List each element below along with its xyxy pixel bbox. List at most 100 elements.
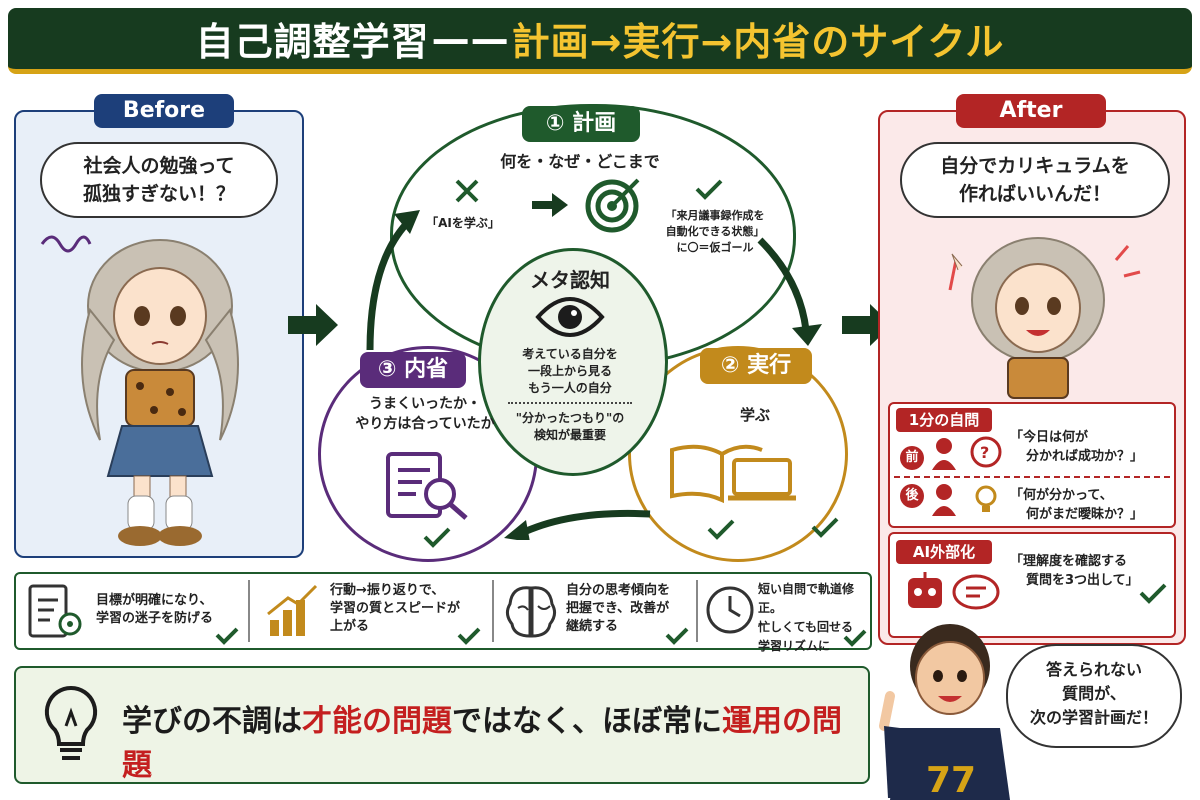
benefit-divider <box>248 580 250 642</box>
benefit-4-line1: 短い自問で軌道修正。 <box>758 582 855 615</box>
after-girl-illustration <box>948 237 1141 399</box>
after-question-line2: 何がまだ曖昧か？」 <box>1026 507 1144 522</box>
reflect-sub-line1: うまくいったか・ <box>369 396 481 412</box>
benefit-4-line2: 忙しくても回せる <box>758 620 854 634</box>
plan-subtitle: 何を・なぜ・どこまで <box>500 152 660 171</box>
before-speech-bubble: 社会人の勉強って 孤独すぎない！？ <box>40 142 278 218</box>
boy-speech-bubble: 答えられない 質問が、 次の学習計画だ！ <box>1006 644 1182 748</box>
meta-cognition-circle <box>478 248 668 476</box>
conclusion-text: 学びの不調は才能の問題ではなく、ほぼ常に運用の問題 <box>122 696 862 784</box>
before-bubble-line1: 社会人の勉強って <box>83 155 235 177</box>
check-icon <box>707 519 735 540</box>
boy-bubble-line3: 次の学習計画だ！ <box>1029 708 1158 727</box>
question-divider <box>894 476 1170 478</box>
meta-description: 考えている自分を 一段上から見る もう一人の自分 <box>490 346 650 397</box>
conclusion-operation: 運用の問題 <box>122 704 842 783</box>
benefit-1-line1: 目標が明確になり、 <box>96 593 213 608</box>
conclusion-talent: 才能の問題 <box>302 704 452 739</box>
after-bubble-line1: 自分でカリキュラムを <box>940 155 1130 177</box>
clock-icon <box>706 586 754 634</box>
lightbulb-icon <box>44 685 98 760</box>
after-question-line1: 「何が分かって、 <box>1010 488 1113 503</box>
plan-good-line2: 自動化できる状態」 <box>665 225 765 238</box>
brain-icon <box>505 586 557 638</box>
check-icon <box>665 627 689 645</box>
jersey-number: 77 <box>926 760 976 800</box>
page-header: 自己調整学習 —— 計画→実行→内省のサイクル <box>8 8 1192 74</box>
after-bubble-line2: 作ればいいんだ！ <box>958 183 1111 205</box>
before-tag: Before <box>94 94 234 128</box>
benefit-3: 自分の思考傾向を 把握でき、改善が 継続する <box>566 582 696 636</box>
clipboard-target-icon <box>28 584 82 638</box>
after-round-tag: 後 <box>900 484 924 508</box>
benefit-1: 目標が明確になり、 学習の迷子を防げる <box>96 592 236 628</box>
benefit-2-line3: 上がる <box>330 619 370 634</box>
meta-divider <box>508 402 632 404</box>
before-girl-illustration <box>40 235 239 546</box>
before-question-line2: 分かれば成功か？」 <box>1026 449 1144 464</box>
check-icon <box>215 627 239 645</box>
benefit-3-line3: 継続する <box>566 619 619 634</box>
conclusion-box <box>14 666 870 784</box>
meta-note-line1: "分かったつもり"の <box>515 411 625 425</box>
svg-text:?: ? <box>980 443 989 462</box>
eye-icon <box>535 297 605 337</box>
person-question-icon: ? <box>932 436 1002 470</box>
target-icon <box>585 178 640 233</box>
plan-bad-example: 「AIを学ぶ」 <box>426 216 500 230</box>
execute-pill: ② 実行 <box>700 348 812 384</box>
meta-desc-line3: もう一人の自分 <box>528 381 612 395</box>
benefit-divider <box>696 580 698 642</box>
plan-good-example: 「来月議事録作成を 自動化できる状態」 に〇＝仮ゴール <box>656 208 774 256</box>
before-question-line1: 「今日は何が <box>1010 430 1089 445</box>
benefit-4: 短い自問で軌道修正。 忙しくても回せる 学習リズムに <box>758 580 870 656</box>
plan-pill: ① 計画 <box>522 106 640 142</box>
title-dash: —— <box>431 16 510 61</box>
benefit-3-line1: 自分の思考傾向を <box>566 583 671 598</box>
boy-bubble-line2: 質問が、 <box>1062 684 1126 703</box>
plan-good-line1: 「来月議事録作成を <box>665 209 765 222</box>
ai-prompt-text: 「理解度を確認する 質問を3つ出して」 <box>1010 552 1170 590</box>
conclusion-part1: 学びの不調は <box>122 704 302 739</box>
benefit-4-line3: 学習リズムに <box>758 639 831 653</box>
after-tag: After <box>956 94 1106 128</box>
reflect-pill: ③ 内省 <box>360 352 466 388</box>
check-icon <box>423 527 451 548</box>
ai-title: AI外部化 <box>896 540 992 564</box>
after-question-text: 「何が分かって、 何がまだ曖昧か？」 <box>1010 486 1170 524</box>
boy-illustration: 77 <box>879 624 1010 800</box>
benefit-3-line2: 把握でき、改善が <box>566 601 670 616</box>
benefit-2-line2: 学習の質とスピードが <box>330 601 461 616</box>
benefit-1-line2: 学習の迷子を防げる <box>96 611 214 626</box>
robot-chat-icon <box>908 572 1000 610</box>
title-main: 自己調整学習 <box>195 20 430 64</box>
check-icon <box>843 629 867 647</box>
benefit-divider <box>492 580 494 642</box>
plan-good-line3: に〇＝仮ゴール <box>676 241 754 254</box>
reflect-subtitle: うまくいったか・ やり方は合っていたか <box>330 394 520 434</box>
person-lightbulb-icon <box>932 484 997 516</box>
confused-scribble-icon <box>40 235 92 253</box>
ai-line2: 質問を3つ出して」 <box>1026 573 1139 588</box>
execute-subtitle: 学ぶ <box>739 406 770 424</box>
before-bubble-line2: 孤独すぎない！？ <box>82 183 235 205</box>
meta-desc-line1: 考えている自分を <box>522 347 618 361</box>
reflect-sub-line2: やり方は合っていたか <box>355 416 495 432</box>
before-question-text: 「今日は何が 分かれば成功か？」 <box>1010 428 1170 466</box>
before-round-tag: 前 <box>900 446 924 470</box>
cross-icon <box>455 179 479 203</box>
meta-title: メタ認知 <box>530 268 610 292</box>
title-sub: 計画→実行→内省のサイクル <box>511 20 1005 64</box>
meta-desc-line2: 一段上から見る <box>527 364 612 378</box>
benefit-2: 行動→振り返りで、 学習の質とスピードが 上がる <box>330 582 490 636</box>
meta-note-line2: 検知が最重要 <box>533 428 606 442</box>
right-arrow-icon <box>288 304 338 346</box>
check-icon <box>1139 583 1167 604</box>
ai-line1: 「理解度を確認する <box>1010 554 1128 569</box>
meta-note: "分かったつもり"の 検知が最重要 <box>490 410 650 444</box>
check-icon <box>811 517 839 538</box>
cycle-arrows <box>366 210 822 540</box>
growth-chart-icon <box>267 584 318 636</box>
benefit-2-line1: 行動→振り返りで、 <box>330 583 445 598</box>
self-question-title: 1分の自問 <box>896 408 992 432</box>
